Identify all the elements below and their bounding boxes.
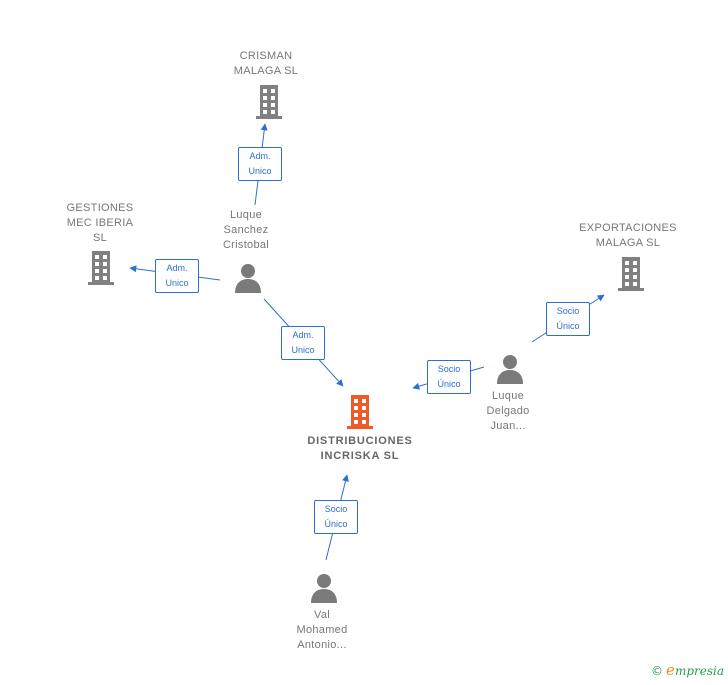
company-label-gestiones[interactable]: GESTIONES MEC IBERIA SL: [66, 202, 134, 244]
company-label-crisman[interactable]: CRISMAN MALAGA SL: [233, 50, 299, 77]
person-icon[interactable]: [233, 262, 263, 294]
brand-initial: e: [666, 661, 675, 679]
building-icon[interactable]: [616, 256, 646, 292]
building-icon[interactable]: [254, 84, 284, 120]
company-label-distribuciones[interactable]: DISTRIBUCIONES INCRISKA SL: [307, 435, 413, 462]
edge-label-luque-gestiones: Adm. Unico: [155, 259, 199, 293]
person-icon[interactable]: [495, 353, 525, 385]
brand-name: mpresia: [674, 664, 724, 678]
person-label-luque-delgado[interactable]: Luque Delgado Juan...: [486, 390, 530, 432]
edge-label-delgado-distribuciones: Socio Único: [427, 360, 471, 394]
edge-label-val-distribuciones: Socio Único: [314, 500, 358, 534]
edge-label-luque-crisman: Adm. Unico: [238, 147, 282, 181]
person-icon[interactable]: [309, 572, 339, 604]
company-label-exportaciones[interactable]: EXPORTACIONES MALAGA SL: [579, 222, 677, 249]
person-label-val-mohamed[interactable]: Val Mohamed Antonio...: [296, 609, 348, 651]
building-icon[interactable]: [86, 250, 116, 286]
copyright-icon: ©: [651, 664, 664, 678]
person-label-luque-sanchez[interactable]: Luque Sanchez Cristobal: [222, 209, 270, 251]
edge-label-luque-distribuciones: Adm. Unico: [281, 326, 325, 360]
edge-label-delgado-exportaciones: Socio Único: [546, 302, 590, 336]
brand-watermark: ©empresia: [651, 661, 724, 679]
building-icon[interactable]: [345, 394, 375, 430]
